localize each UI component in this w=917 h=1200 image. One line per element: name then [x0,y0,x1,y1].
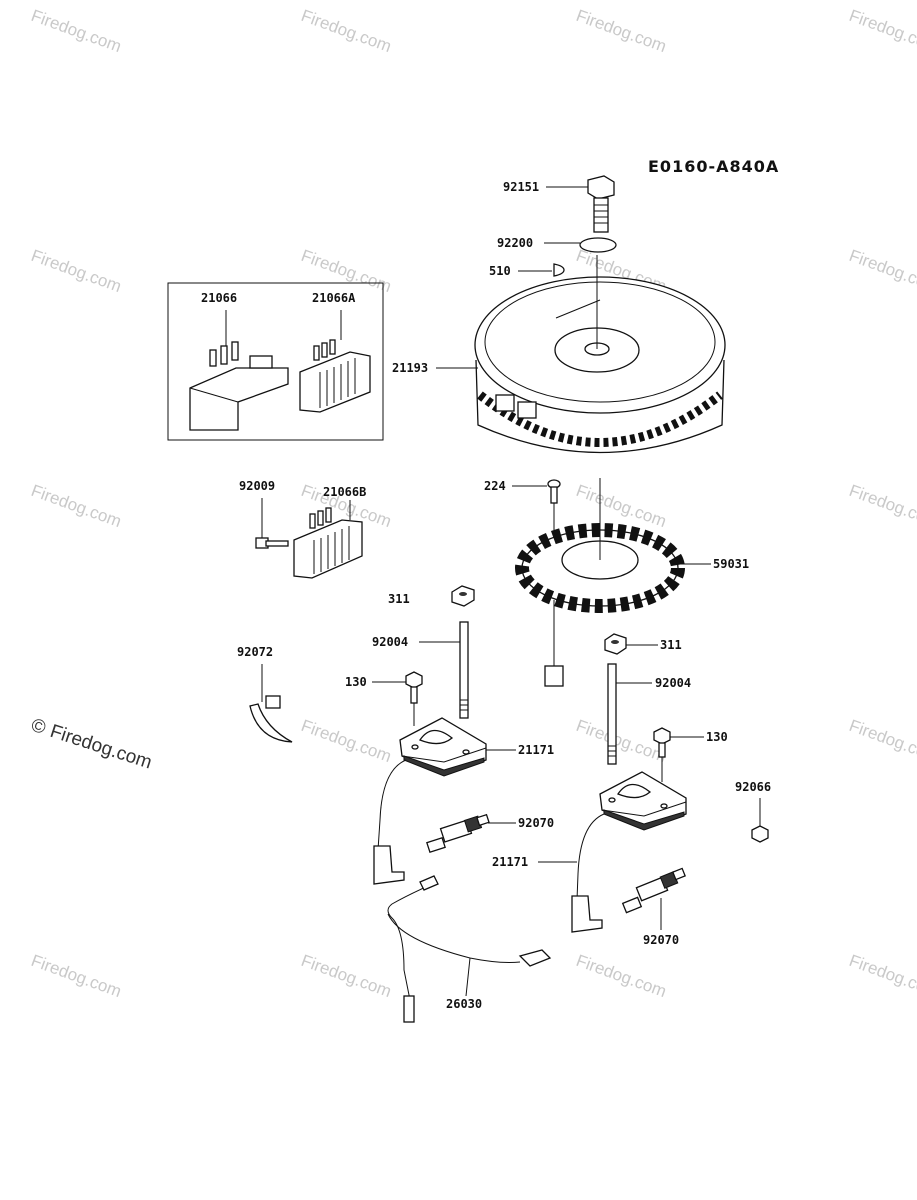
flywheel-21193[interactable] [474,255,726,454]
watermark-text: Firedog.com [847,6,917,56]
spark-plug-92070-left[interactable] [426,813,490,854]
label-92200: 92200 [497,236,533,250]
label-92151: 92151 [503,180,539,194]
watermark-main-copyright: © [28,715,48,739]
label-311-left: 311 [388,592,410,606]
label-21171-left: 21171 [518,743,554,757]
watermark-text: Firedog.com [29,246,124,296]
label-92004-left: 92004 [372,635,408,649]
watermark-text: Firedog.com [29,6,124,56]
stator-59031[interactable] [515,478,685,687]
harness-26030[interactable] [387,875,552,1023]
label-21066B: 21066B [323,485,366,499]
watermark-text: Firedog.com [847,246,917,296]
label-224: 224 [484,479,506,493]
regulator-21066A[interactable] [299,310,371,413]
spark-plug-92070-right[interactable] [621,867,686,914]
diagram-code: E0160-A840A [648,157,779,176]
watermark-text: Firedog.com [847,481,917,531]
watermark-text: Firedog.com [299,6,394,56]
regulator-group-box [167,282,384,441]
label-92009: 92009 [239,479,275,493]
label-92070-right: 92070 [643,933,679,947]
stud-92004-left[interactable] [459,621,469,719]
watermark-main-text: Firedog.com [47,721,154,774]
washer-92200[interactable] [579,237,617,253]
key-510[interactable] [553,263,565,277]
regulator-21066[interactable] [189,310,289,431]
stud-92004-right[interactable] [607,663,617,765]
clamp-92072[interactable] [249,695,293,743]
watermark-text: Firedog.com [299,246,394,296]
nut-311-left[interactable] [451,585,475,607]
bolt-224[interactable] [547,479,561,504]
bolt-130-left[interactable] [405,671,423,704]
watermark-text: Firedog.com [29,951,124,1001]
label-92066: 92066 [735,780,771,794]
watermark-text: Firedog.com [299,951,394,1001]
regulator-21066B[interactable] [293,500,363,579]
ignition-coil-21171-right[interactable] [571,771,687,933]
label-21193: 21193 [392,361,428,375]
ignition-coil-21171-left[interactable] [373,717,487,885]
label-26030: 26030 [446,997,482,1011]
watermark-text: Firedog.com [847,951,917,1001]
label-59031: 59031 [713,557,749,571]
label-311-right: 311 [660,638,682,652]
label-21066A: 21066A [312,291,356,305]
bolt-130-right[interactable] [653,727,671,758]
watermark-text: Firedog.com [574,481,669,531]
label-130-right: 130 [706,730,728,744]
watermark-text: Firedog.com [574,951,669,1001]
screw-92009[interactable] [255,537,289,549]
label-92072: 92072 [237,645,273,659]
bolt-92151[interactable] [587,175,615,233]
watermark-text: Firedog.com [299,716,394,766]
label-21066: 21066 [201,291,237,305]
label-130-left: 130 [345,675,367,689]
watermark-text: Firedog.com [847,716,917,766]
label-92070-left: 92070 [518,816,554,830]
nut-311-right[interactable] [604,633,627,655]
label-510: 510 [489,264,511,278]
watermark-text: Firedog.com [29,481,124,531]
label-92004-right: 92004 [655,676,691,690]
watermarks: Firedog.com Firedog.com Firedog.com Fire… [28,6,917,1001]
nut-92066[interactable] [751,825,769,843]
watermark-text: Firedog.com [574,6,669,56]
label-21171-right: 21171 [492,855,528,869]
